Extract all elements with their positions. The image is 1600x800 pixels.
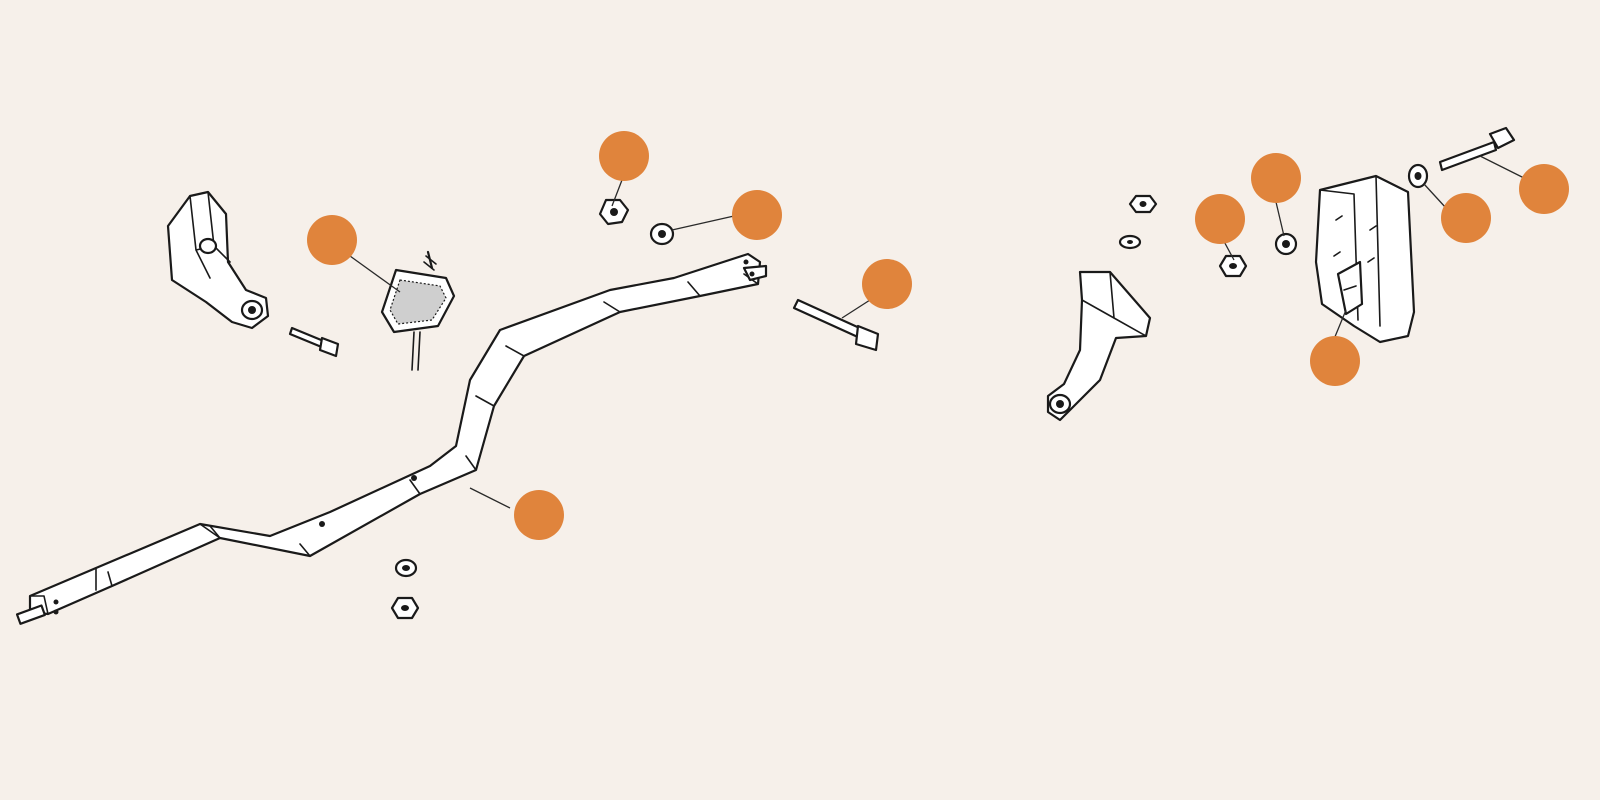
right-washer <box>1274 232 1298 256</box>
top-washer <box>649 222 675 246</box>
callout-crossmember[interactable] <box>514 490 564 540</box>
right-nut <box>1218 254 1248 278</box>
top-nut <box>598 198 630 226</box>
right-small-washer <box>1118 234 1142 250</box>
callout-far-right-washer[interactable] <box>1441 193 1491 243</box>
callout-gearbox-plate[interactable] <box>1310 336 1360 386</box>
callout-rubber-mount[interactable] <box>307 215 357 265</box>
gearbox-mount-bracket <box>1046 270 1152 422</box>
bottom-washer <box>394 558 418 578</box>
right-small-nut <box>1128 194 1158 214</box>
far-right-bolt <box>1438 126 1516 172</box>
bottom-nut <box>390 596 420 620</box>
callout-right-nut[interactable] <box>1195 194 1245 244</box>
callout-right-washer[interactable] <box>1251 153 1301 203</box>
crossmember <box>15 252 768 625</box>
rubber-engine-mount <box>380 250 456 371</box>
callout-top-nut[interactable] <box>599 131 649 181</box>
gearbox-mounting-plate <box>1314 174 1416 344</box>
callouts <box>307 131 1569 540</box>
callout-top-washer[interactable] <box>732 190 782 240</box>
callout-long-bolt[interactable] <box>862 259 912 309</box>
callout-far-right-bolt[interactable] <box>1519 164 1569 214</box>
small-bolt-left <box>288 326 340 358</box>
far-right-washer <box>1407 163 1429 189</box>
engine-mount-bracket-left <box>166 190 270 330</box>
long-bolt <box>792 298 880 352</box>
